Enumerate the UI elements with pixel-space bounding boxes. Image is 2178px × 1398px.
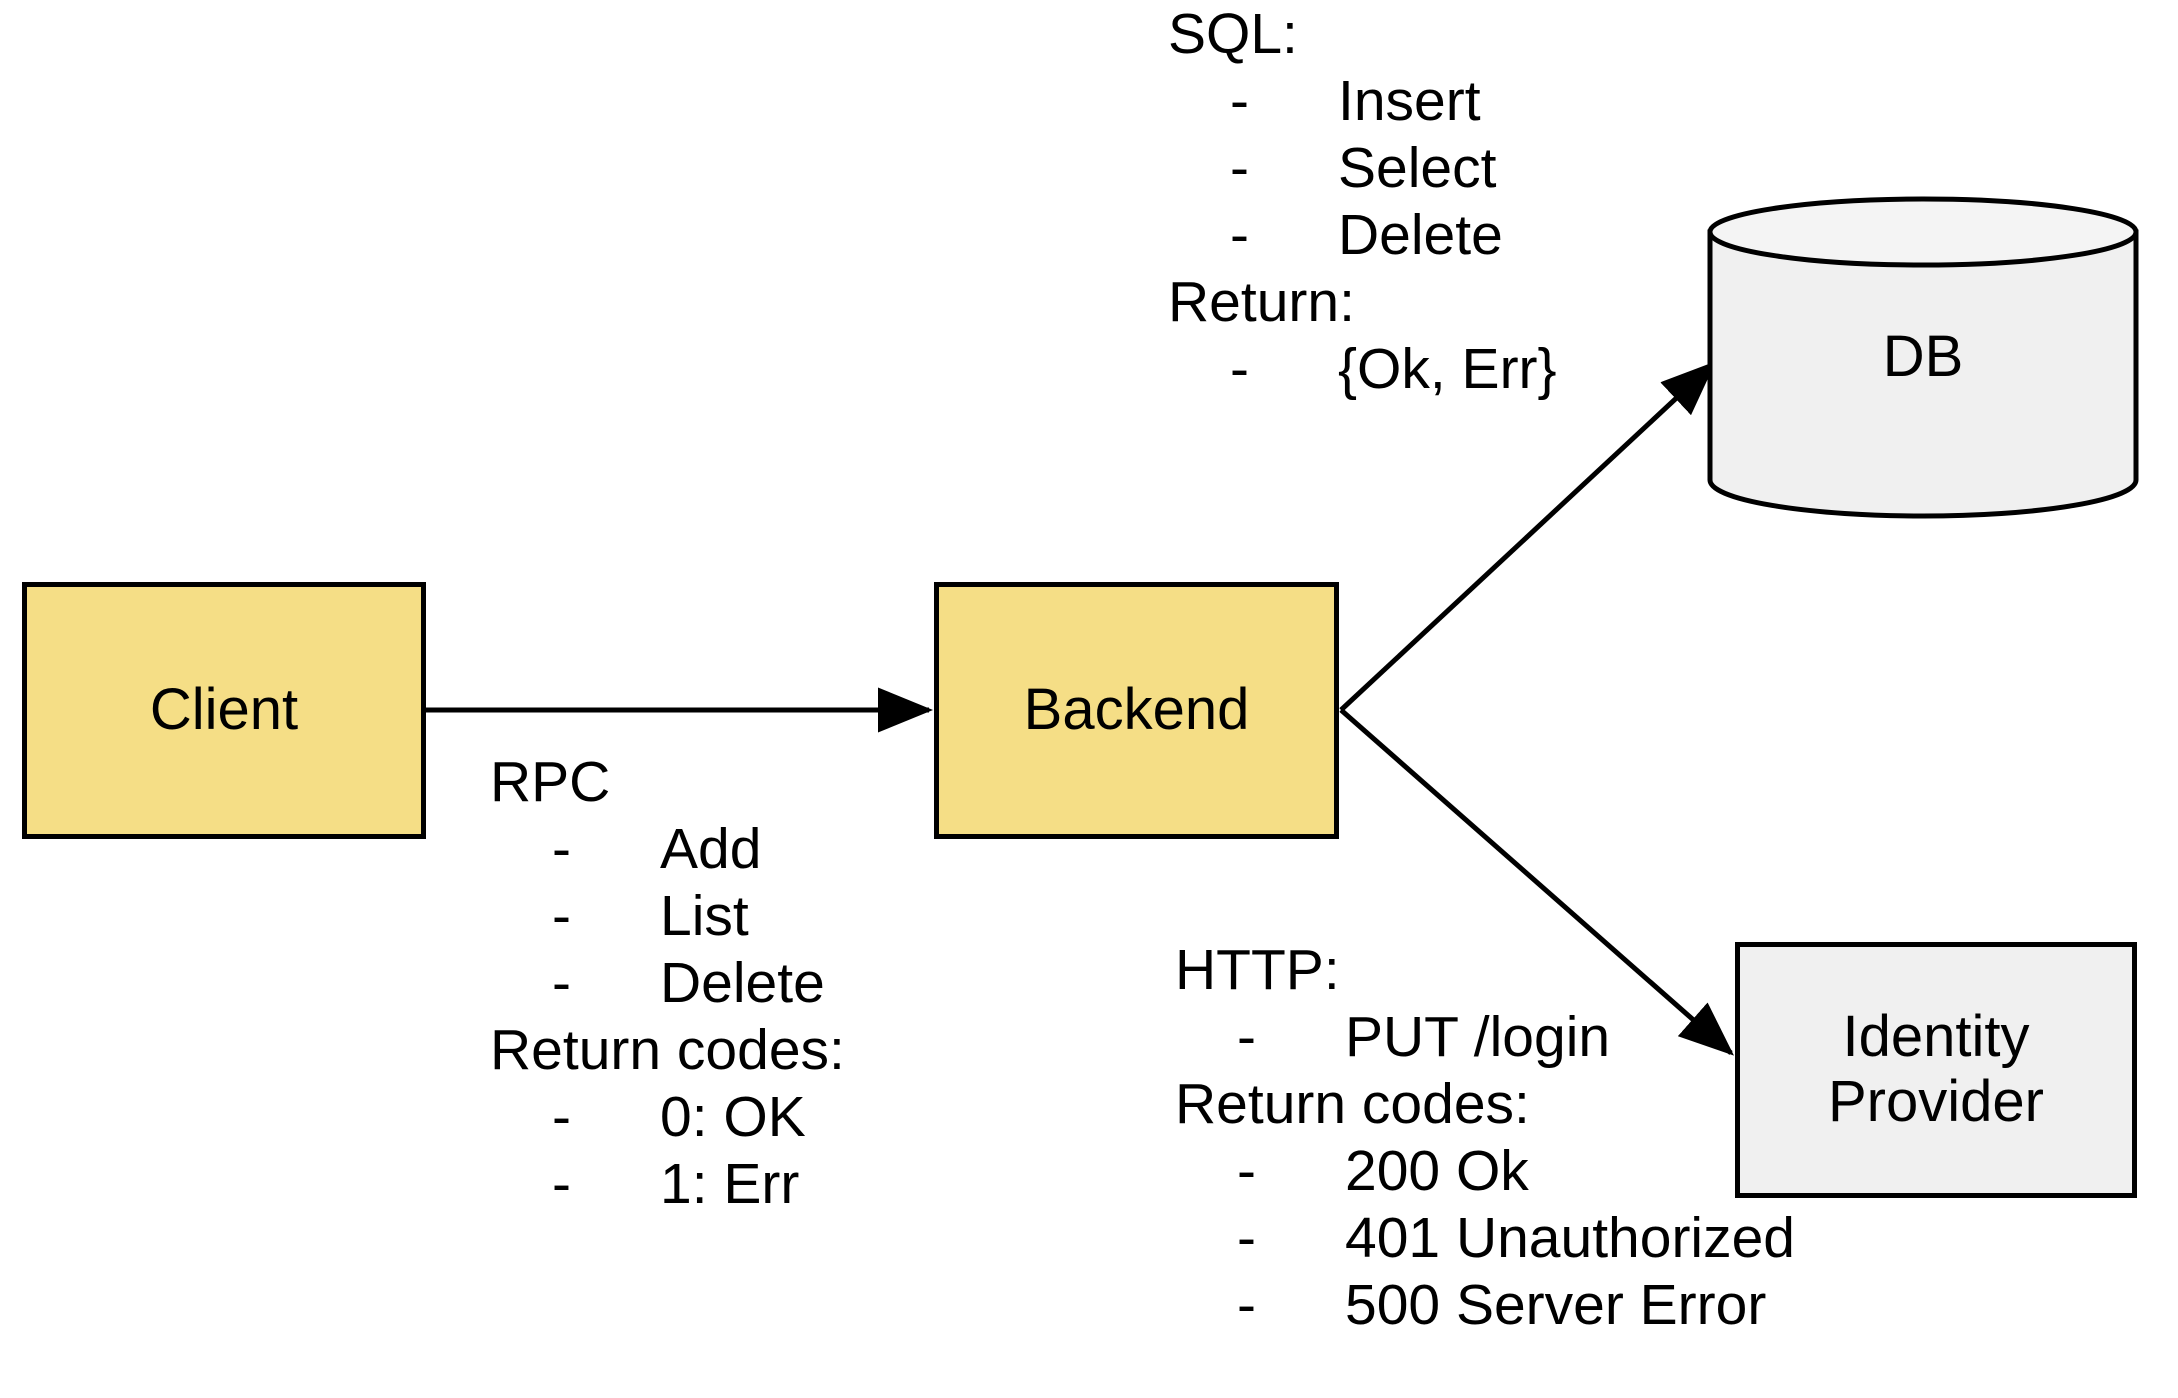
bullet-dash: - <box>1230 69 1249 133</box>
annotation-sql-item-text: Delete <box>1338 203 1503 267</box>
annotation-sql: SQL: -Insert -Select -Delete Return: -{O… <box>1168 6 1557 408</box>
annotation-sql-item: -Select <box>1168 140 1557 197</box>
annotation-sql-item: -Insert <box>1168 73 1557 130</box>
annotation-http: HTTP: -PUT /login Return codes: -200 Ok … <box>1175 942 1795 1344</box>
annotation-rpc-return-item: -0: OK <box>490 1089 845 1146</box>
bullet-dash: - <box>1230 136 1249 200</box>
annotation-http-return-item: -401 Unauthorized <box>1175 1210 1795 1267</box>
annotation-rpc: RPC -Add -List -Delete Return codes: -0:… <box>490 754 845 1223</box>
annotation-http-item-text: PUT /login <box>1345 1005 1611 1069</box>
annotation-rpc-item-text: Delete <box>660 951 825 1015</box>
annotation-rpc-header: RPC <box>490 750 611 814</box>
annotation-http-return-item-text: 401 Unauthorized <box>1345 1206 1795 1270</box>
annotation-rpc-return-item-text: 0: OK <box>660 1085 806 1149</box>
node-backend-label: Backend <box>1023 677 1250 743</box>
annotation-rpc-item-text: List <box>660 884 749 948</box>
annotation-http-return-item-text: 500 Server Error <box>1345 1273 1767 1337</box>
bullet-dash: - <box>1230 337 1249 401</box>
edge-backend-to-db <box>1339 361 1716 712</box>
bullet-dash: - <box>1237 1206 1256 1270</box>
bullet-dash: - <box>552 817 571 881</box>
node-identity-provider-label: Identity Provider <box>1828 1004 2044 1134</box>
bullet-dash: - <box>552 951 571 1015</box>
annotation-rpc-item: -Add <box>490 821 845 878</box>
annotation-rpc-item: -Delete <box>490 955 845 1012</box>
node-client-label: Client <box>149 677 299 743</box>
node-identity-provider[interactable]: Identity Provider <box>1735 942 2137 1198</box>
bullet-dash: - <box>1230 203 1249 267</box>
annotation-sql-item: -Delete <box>1168 207 1557 264</box>
annotation-http-return-item-text: 200 Ok <box>1345 1139 1529 1203</box>
bullet-dash: - <box>1237 1273 1256 1337</box>
annotation-rpc-item-text: Add <box>660 817 762 881</box>
annotation-http-return-header: Return codes: <box>1175 1072 1530 1136</box>
db-cylinder-icon <box>1707 196 2139 519</box>
bullet-dash: - <box>552 1152 571 1216</box>
bullet-dash: - <box>552 1085 571 1149</box>
annotation-http-return-item: -500 Server Error <box>1175 1277 1795 1334</box>
annotation-sql-header: SQL: <box>1168 2 1298 66</box>
annotation-rpc-return-item-text: 1: Err <box>660 1152 800 1216</box>
annotation-http-return-item: -200 Ok <box>1175 1143 1795 1200</box>
annotation-sql-return-item-text: {Ok, Err} <box>1338 337 1557 401</box>
annotation-http-item: -PUT /login <box>1175 1009 1795 1066</box>
node-client[interactable]: Client <box>22 582 426 839</box>
node-db[interactable]: DB <box>1707 196 2139 519</box>
bullet-dash: - <box>552 884 571 948</box>
bullet-dash: - <box>1237 1139 1256 1203</box>
annotation-rpc-return-item: -1: Err <box>490 1156 845 1213</box>
annotation-sql-item-text: Select <box>1338 136 1497 200</box>
annotation-sql-return-header: Return: <box>1168 270 1355 334</box>
annotation-sql-return-item: -{Ok, Err} <box>1168 341 1557 398</box>
bullet-dash: - <box>1237 1005 1256 1069</box>
annotation-rpc-item: -List <box>490 888 845 945</box>
annotation-rpc-return-header: Return codes: <box>490 1018 845 1082</box>
annotation-http-header: HTTP: <box>1175 938 1340 1002</box>
node-backend[interactable]: Backend <box>934 582 1339 839</box>
annotation-sql-item-text: Insert <box>1338 69 1481 133</box>
